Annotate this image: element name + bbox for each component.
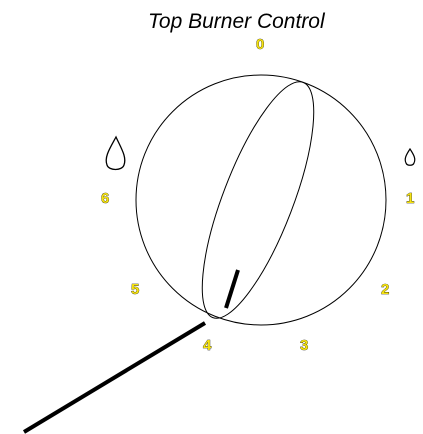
knob-pointer-mark	[224, 269, 240, 309]
position-label-1: 1	[406, 190, 414, 207]
leader-line	[22, 321, 207, 434]
position-label-5: 5	[131, 281, 139, 298]
position-label-2: 2	[381, 281, 389, 298]
flame-outline-icon	[105, 135, 126, 171]
diagram-title: Top Burner Control	[148, 10, 326, 33]
control-knob-dial	[135, 74, 387, 326]
position-label-0: 0	[256, 36, 264, 53]
flame-outline-icon	[404, 147, 416, 166]
position-label-6: 6	[101, 190, 109, 207]
position-label-3: 3	[300, 337, 308, 354]
position-label-4: 4	[203, 337, 212, 354]
knob-grip-ridge	[201, 81, 315, 319]
